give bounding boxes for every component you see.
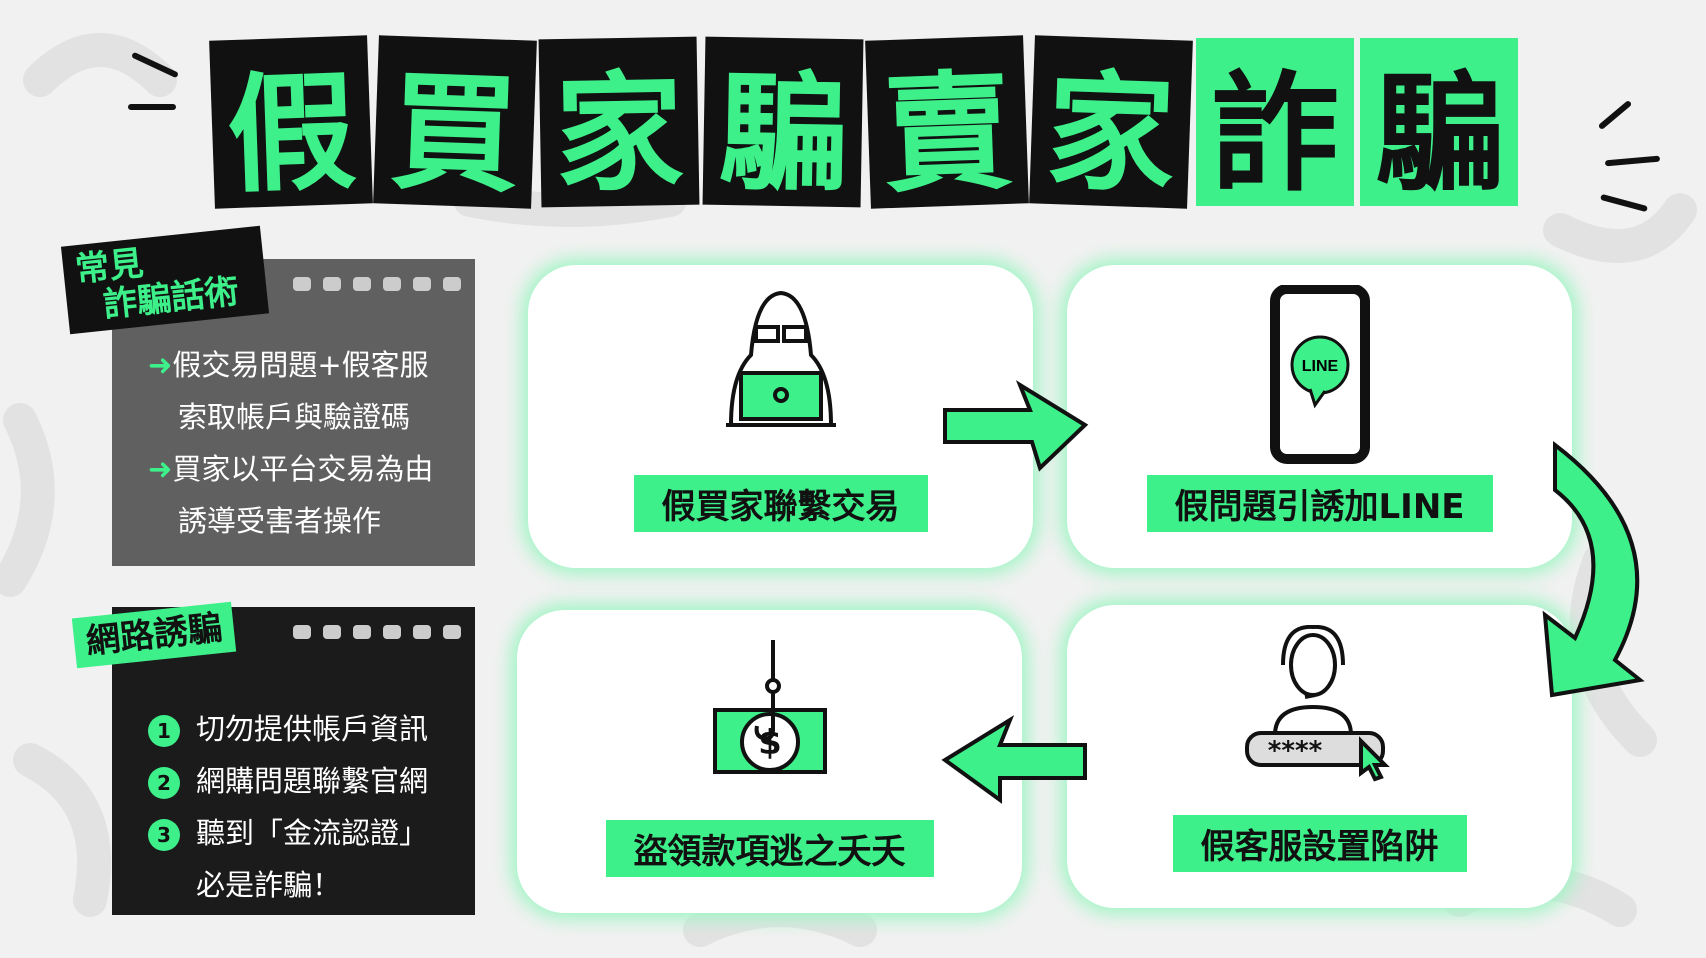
film-holes bbox=[293, 277, 461, 291]
tactic-item: ➜假交易問題+假客服 bbox=[148, 348, 429, 382]
title-char: 家 bbox=[538, 36, 700, 210]
page-title: 假 買 家 騙 賣 家 詐 騙 bbox=[209, 35, 1518, 211]
title-char: 騙 bbox=[1360, 38, 1518, 209]
film-holes bbox=[293, 625, 461, 639]
arrow-right-icon: ➜ bbox=[148, 348, 173, 382]
money-hook-icon: $ bbox=[712, 640, 827, 774]
svg-text:$: $ bbox=[758, 723, 782, 763]
step-card: LINE 假問題引誘加LINE bbox=[1067, 265, 1572, 568]
step-label: 假客服設置陷阱 bbox=[1172, 815, 1467, 872]
number-badge: 2 bbox=[148, 767, 180, 799]
step-label: 假問題引誘加LINE bbox=[1146, 475, 1493, 532]
number-badge: 1 bbox=[148, 715, 180, 747]
title-char: 家 bbox=[1029, 35, 1193, 211]
tactic-item-line2: 索取帳戶與驗證碼 bbox=[178, 400, 411, 434]
arrow-right-icon: ➜ bbox=[148, 452, 173, 486]
title-char: 賣 bbox=[865, 35, 1029, 211]
customer-service-password-icon: **** bbox=[1244, 625, 1390, 782]
step-card: 假買家聯繫交易 bbox=[528, 265, 1033, 568]
number-badge: 3 bbox=[148, 819, 180, 851]
title-char: 騙 bbox=[702, 36, 864, 210]
hacker-laptop-icon bbox=[725, 290, 836, 427]
tactic-item-line2: 誘導受害者操作 bbox=[178, 504, 382, 538]
svg-text:****: **** bbox=[1267, 736, 1322, 766]
step-card: $ 盜領款項逃之夭夭 bbox=[517, 610, 1022, 913]
svg-text:LINE: LINE bbox=[1301, 358, 1338, 375]
phone-line-icon: LINE bbox=[1269, 285, 1370, 464]
title-char: 假 bbox=[209, 35, 373, 211]
burst-line bbox=[128, 104, 176, 110]
step-label: 假買家聯繫交易 bbox=[633, 475, 928, 532]
tactic-item: ➜買家以平台交易為由 bbox=[148, 452, 434, 486]
step-card: **** 假客服設置陷阱 bbox=[1067, 605, 1572, 908]
title-char: 買 bbox=[373, 35, 537, 211]
title-char: 詐 bbox=[1196, 38, 1354, 209]
tactics-panel: ➜假交易問題+假客服 索取帳戶與驗證碼 ➜買家以平台交易為由 誘導受害者操作 bbox=[112, 259, 475, 566]
step-label: 盜領款項逃之夭夭 bbox=[605, 820, 934, 877]
tip-item-line2: 必是詐騙！ bbox=[196, 868, 342, 902]
